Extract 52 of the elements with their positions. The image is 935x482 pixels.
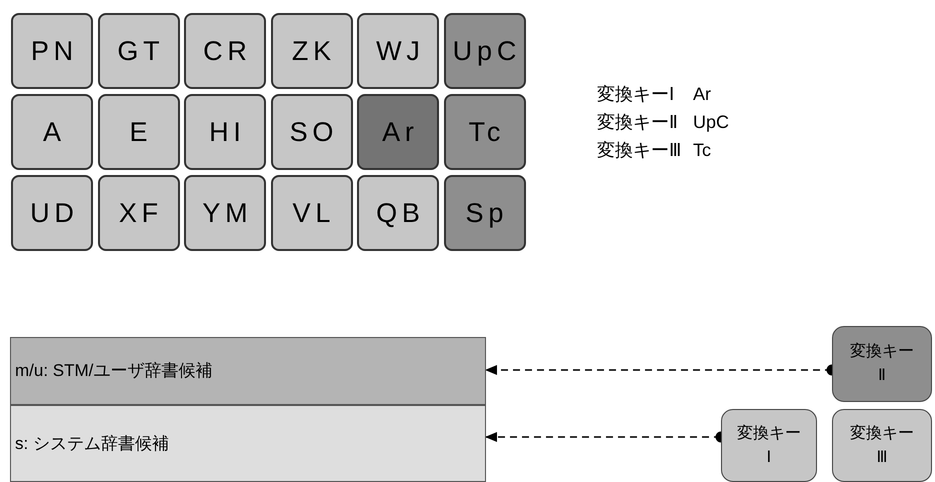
- legend-text: 変換キーⅠ: [597, 83, 675, 106]
- key-label: CR: [202, 34, 252, 68]
- key-button: [270, 94, 352, 170]
- key-label: 変換キーⅢ: [849, 424, 915, 468]
- key-label: WJ: [375, 34, 425, 68]
- key-button: [11, 175, 93, 251]
- key-button: [98, 175, 180, 251]
- key-label: E: [128, 116, 152, 149]
- key-label: UD: [29, 196, 79, 230]
- key-label: 変換キーⅡ: [849, 342, 915, 386]
- key-button: [184, 94, 266, 170]
- legend-text: UpC: [693, 111, 730, 134]
- key-label: QB: [375, 196, 425, 230]
- key-label: A: [42, 116, 66, 149]
- key-button: [11, 13, 93, 89]
- key-label: ZK: [290, 34, 336, 68]
- key-label: VL: [292, 196, 336, 230]
- key-button: [832, 409, 932, 482]
- key-button: [357, 94, 439, 170]
- key-button: [270, 13, 352, 89]
- candidate-band: [10, 337, 486, 405]
- key-label: HI: [208, 116, 246, 149]
- key-button: [832, 326, 932, 402]
- key-label: PN: [30, 34, 78, 68]
- key-label: SO: [288, 116, 338, 149]
- key-label: m/u: STM/ユーザ辞書候補: [15, 360, 212, 382]
- key-label: Tc: [468, 116, 506, 149]
- key-button: [357, 175, 439, 251]
- candidate-band: [10, 405, 486, 482]
- key-button: [184, 175, 266, 251]
- key-button: [98, 13, 180, 89]
- legend-text: 変換キーⅢ: [597, 139, 681, 162]
- key-label: Sp: [464, 196, 508, 230]
- key-button: [721, 409, 817, 482]
- key-label: Ar: [381, 116, 419, 149]
- key-label: UpC: [452, 34, 522, 68]
- key-label: YM: [201, 196, 253, 230]
- key-button: [184, 13, 266, 89]
- key-button: [270, 175, 352, 251]
- key-button: [444, 13, 526, 89]
- legend-text: 変換キーⅡ: [597, 111, 679, 134]
- key-button: [98, 94, 180, 170]
- key-button: [11, 94, 93, 170]
- legend-text: Tc: [693, 139, 712, 162]
- key-button: [444, 175, 526, 251]
- key-label: GT: [116, 34, 165, 68]
- key-label: 変換キーⅠ: [736, 424, 802, 468]
- legend-text: Ar: [693, 83, 712, 106]
- key-label: XF: [118, 196, 164, 230]
- key-button: [357, 13, 439, 89]
- key-button: [444, 94, 526, 170]
- key-label: s: システム辞書候補: [15, 432, 169, 455]
